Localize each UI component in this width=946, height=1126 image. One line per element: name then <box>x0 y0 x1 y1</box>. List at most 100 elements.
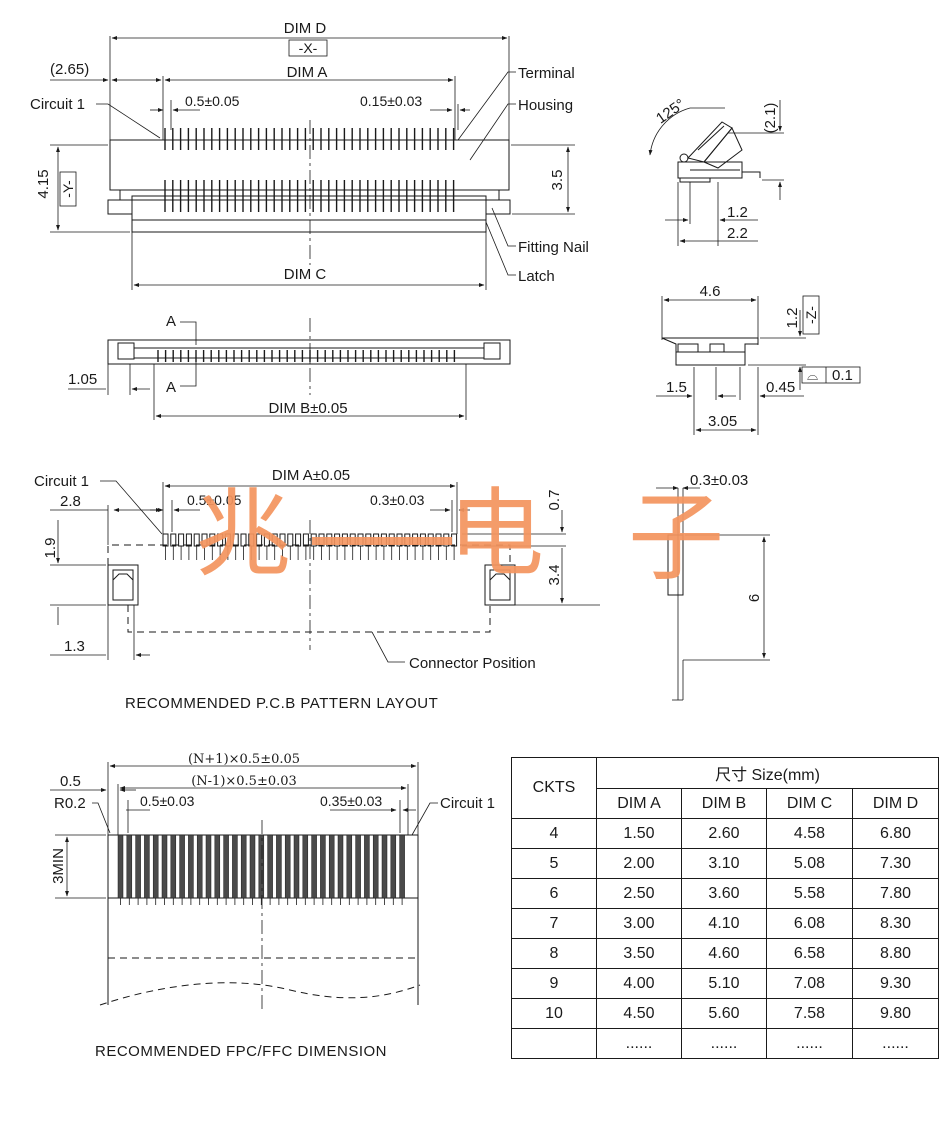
fpc-d05-label: 0.5 <box>60 773 81 790</box>
pitch-label: 0.5±0.05 <box>185 93 240 109</box>
fpc-finger <box>232 834 238 899</box>
fpc-contact-fingers <box>117 834 405 905</box>
y-datum-label: -Y- <box>60 180 76 198</box>
table-cell: 4 <box>511 818 597 849</box>
table-cell: 8 <box>511 938 597 969</box>
connector-position-label: Connector Position <box>409 655 536 672</box>
table-cell: 6.58 <box>766 938 853 969</box>
d12-section-label: 1.2 <box>784 308 801 329</box>
table-cell: 8.80 <box>851 938 940 969</box>
table-cell: ...... <box>766 1028 853 1059</box>
fpc-finger <box>223 834 229 899</box>
fpc-finger <box>293 834 300 899</box>
fpc-finger <box>346 834 353 899</box>
fpc-finger <box>240 834 247 899</box>
circuit1-label: Circuit 1 <box>30 96 85 113</box>
terminal-width-label: 0.15±0.03 <box>360 93 422 109</box>
table-cell: 7 <box>511 908 597 939</box>
d28-label: 2.8 <box>60 493 81 510</box>
column-header: DIM B <box>681 788 767 819</box>
fpc-finger <box>311 834 317 899</box>
pcb-pad <box>302 533 309 547</box>
top-view: DIM D -X- (2.65) DIM A 0.5±0.05 0.15±0.0… <box>30 20 589 290</box>
table-cell: 3.60 <box>681 878 767 909</box>
offset-265-label: (2.65) <box>50 61 89 78</box>
fpc-finger <box>390 834 397 899</box>
top-view-terminals <box>164 128 455 212</box>
watermark-char-3: 子 <box>628 482 724 594</box>
pcb-pad <box>185 533 192 547</box>
table-cell: 4.00 <box>596 968 682 999</box>
n-plus-label: (N+1)×0.5±0.05 <box>188 752 300 767</box>
pcb-pad <box>295 533 302 547</box>
fpc-finger <box>170 834 177 899</box>
fpc-finger <box>196 834 203 899</box>
fpc-finger <box>249 834 256 899</box>
table-row: ........................ <box>511 1028 940 1059</box>
table-cell: 7.30 <box>851 848 940 879</box>
fpc-finger <box>364 834 370 899</box>
table-cell: ...... <box>596 1028 682 1059</box>
table-cell: 9.80 <box>851 998 940 1029</box>
z-datum-label: -Z- <box>803 306 819 324</box>
fpc-finger <box>152 834 159 899</box>
d13-label: 1.3 <box>64 638 85 655</box>
column-header: DIM A <box>596 788 682 819</box>
table-cell: 8.30 <box>851 908 940 939</box>
h35-label: 3.5 <box>549 170 566 191</box>
side-view: 125° (2.1) 1.2 2.2 <box>648 96 784 246</box>
watermark-stroke <box>312 537 452 545</box>
table-cell: 7.58 <box>766 998 853 1029</box>
table-cell: 7.08 <box>766 968 853 999</box>
fpc-finger <box>188 834 194 899</box>
table-cell: 3.00 <box>596 908 682 939</box>
d19-label: 1.9 <box>42 538 59 559</box>
min3-label: 3MIN <box>50 848 67 884</box>
r02-label: R0.2 <box>54 795 86 812</box>
fpc-finger <box>214 834 221 899</box>
dim-b-label: DIM B±0.05 <box>268 400 347 417</box>
ckts-header: CKTS <box>511 757 597 819</box>
pcb-layout: Circuit 1 DIM A±0.05 2.8 0.5±0.05 0.3±0.… <box>34 467 600 712</box>
table-cell: 4.50 <box>596 998 682 1029</box>
front-view: A A 1.05 DIM B±0.05 <box>68 313 511 420</box>
table-cell: 5.60 <box>681 998 767 1029</box>
table-cell: 4.60 <box>681 938 767 969</box>
fpc-pitch-label: 0.5±0.03 <box>140 793 195 809</box>
latch-label: Latch <box>518 268 555 285</box>
n-minus-label: (N-1)×0.5±0.03 <box>191 774 297 789</box>
fpc-finger <box>126 834 133 899</box>
table-cell: ...... <box>851 1028 940 1059</box>
pcb-pitch-label: 0.5±0.05 <box>187 492 242 508</box>
flatness-label: 0.1 <box>832 367 853 384</box>
d07-label: 0.7 <box>546 490 563 511</box>
table-cell: 6.80 <box>851 818 940 849</box>
section-a-top: A <box>166 313 176 330</box>
section-a-bottom: A <box>166 379 176 396</box>
d22-label: 2.2 <box>727 225 748 242</box>
table-cell: ...... <box>681 1028 767 1059</box>
fpc-dimension: (N+1)×0.5±0.05 (N-1)×0.5±0.03 0.5 R0.2 0… <box>50 752 495 1060</box>
table-cell: 4.58 <box>766 818 853 849</box>
table-cell: 5.10 <box>681 968 767 999</box>
fpc-finger <box>205 834 212 899</box>
fpc-finger <box>399 834 405 899</box>
table-cell: 4.10 <box>681 908 767 939</box>
pcb-thickness-label: 0.3±0.03 <box>690 472 748 489</box>
column-header: DIM D <box>851 788 940 819</box>
pcb-pad <box>178 533 185 547</box>
table-cell: 5.58 <box>766 878 853 909</box>
fpc-finger <box>267 834 273 899</box>
table-cell <box>511 1028 597 1059</box>
pcb-pad <box>162 533 169 547</box>
d105-label: 1.05 <box>68 371 97 388</box>
table-cell: 6.08 <box>766 908 853 939</box>
table-cell: 6 <box>511 878 597 909</box>
